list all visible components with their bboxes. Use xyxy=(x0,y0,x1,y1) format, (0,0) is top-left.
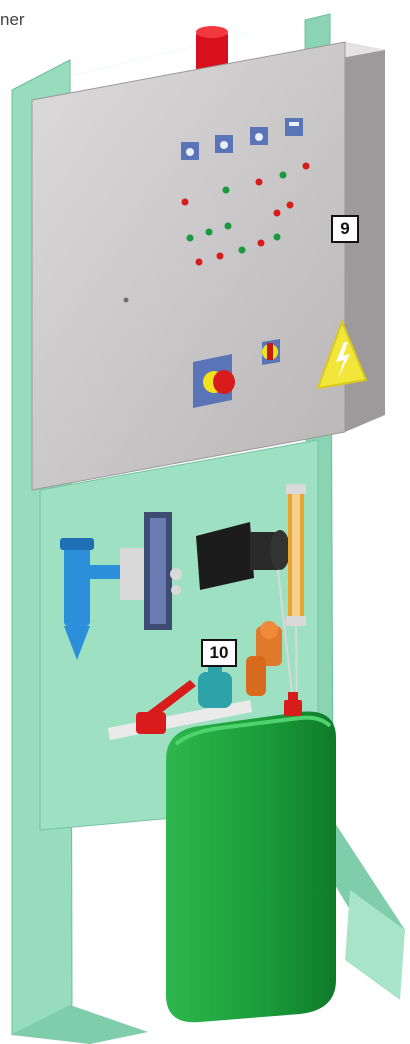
emergency-stop-icon xyxy=(193,354,235,408)
flowmeter-icon xyxy=(286,484,306,626)
control-cabinet xyxy=(32,42,385,490)
keyhole-icon xyxy=(124,298,129,303)
tank-icon xyxy=(166,692,336,1022)
callout-label-10: 10 xyxy=(201,639,237,667)
selector-switch-icon xyxy=(262,339,280,365)
callout-label-9: 9 xyxy=(331,215,359,243)
